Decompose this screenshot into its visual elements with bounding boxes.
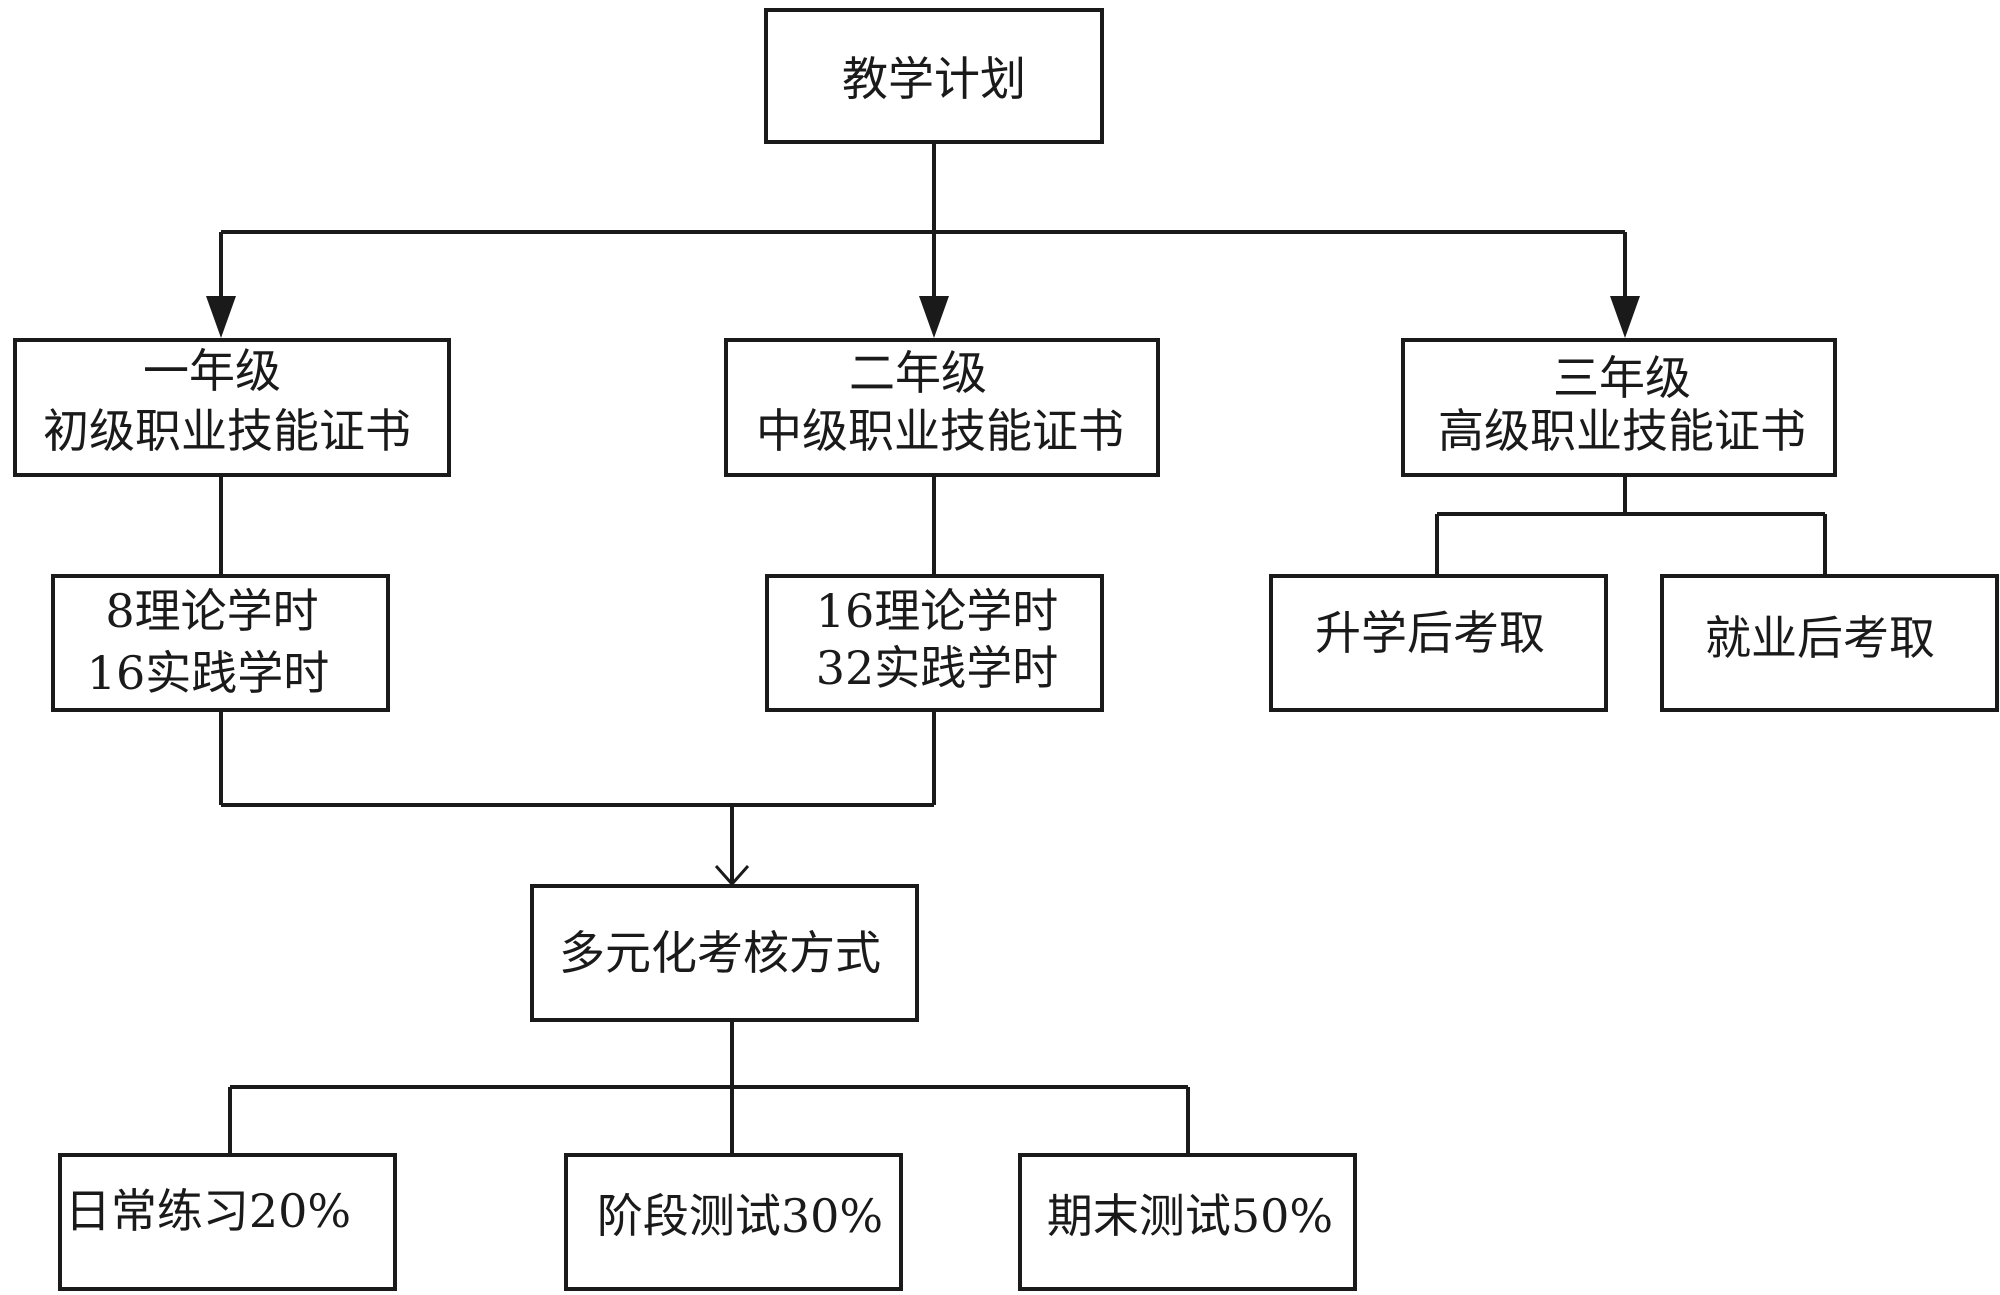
- node-final-test-label: 期末测试50%: [1047, 1189, 1333, 1243]
- node-grade-1-certificate: 初级职业技能证书: [43, 404, 411, 458]
- node-grade-3-certificate: 高级职业技能证书: [1438, 404, 1806, 458]
- node-assessment: 多元化考核方式: [530, 884, 919, 1022]
- node-final-test: 期末测试50%: [1018, 1153, 1357, 1291]
- arrowhead-grade1: [206, 296, 236, 338]
- node-hours-grade-2-practice: 32实践学时: [816, 641, 1059, 695]
- node-hours-grade-2: 16理论学时 32实践学时: [765, 574, 1104, 712]
- arrowhead-grade3: [1610, 296, 1640, 338]
- node-grade-1: 一年级 初级职业技能证书: [13, 338, 451, 477]
- node-hours-grade-1-theory: 8理论学时: [105, 584, 318, 638]
- node-further-study-label: 升学后考取: [1315, 606, 1545, 660]
- node-grade-3: 三年级 高级职业技能证书: [1401, 338, 1837, 477]
- node-stage-test: 阶段测试30%: [564, 1153, 903, 1291]
- node-hours-grade-2-theory: 16理论学时: [816, 584, 1059, 638]
- node-teaching-plan-label: 教学计划: [842, 52, 1026, 106]
- node-grade-2-certificate: 中级职业技能证书: [756, 404, 1124, 458]
- node-employment-label: 就业后考取: [1705, 611, 1935, 665]
- arrowhead-grade2: [919, 296, 949, 338]
- node-stage-test-label: 阶段测试30%: [597, 1189, 883, 1243]
- node-grade-1-title: 一年级: [143, 344, 281, 398]
- node-hours-grade-1-practice: 16实践学时: [87, 646, 330, 700]
- edges: [206, 142, 1827, 1153]
- node-daily-practice: 日常练习20%: [58, 1153, 397, 1291]
- node-daily-practice-label: 日常练习20%: [65, 1184, 351, 1238]
- node-employment: 就业后考取: [1660, 574, 1999, 712]
- node-grade-3-title: 三年级: [1553, 351, 1691, 405]
- node-grade-2: 二年级 中级职业技能证书: [724, 338, 1160, 477]
- node-hours-grade-1: 8理论学时 16实践学时: [51, 574, 390, 712]
- node-further-study: 升学后考取: [1269, 574, 1608, 712]
- node-teaching-plan: 教学计划: [764, 8, 1104, 144]
- node-assessment-label: 多元化考核方式: [559, 926, 881, 980]
- node-grade-2-title: 二年级: [849, 346, 987, 400]
